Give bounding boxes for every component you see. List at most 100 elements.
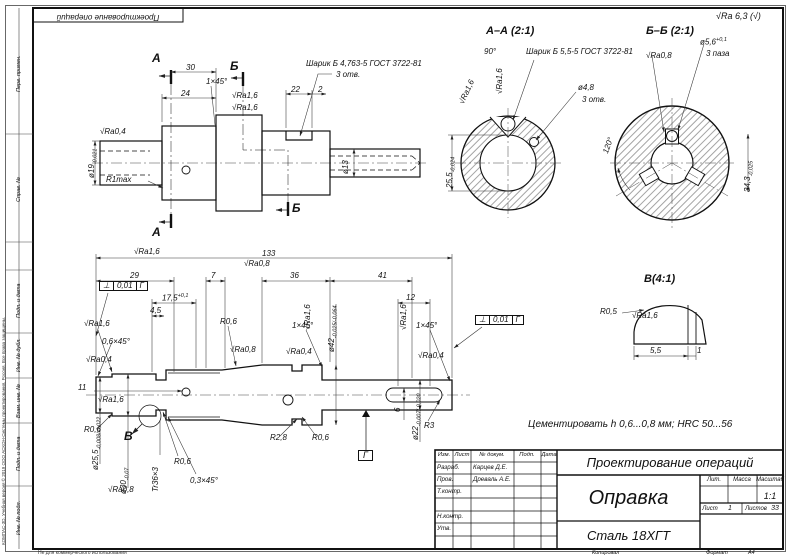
annotation-label: Г xyxy=(358,450,373,461)
annotation-label: ø19-0,021 xyxy=(87,148,99,178)
margin-field-inv-dubl: Инв. № дубл. xyxy=(16,338,22,372)
annotation-label: 2 xyxy=(318,85,323,94)
annotation-label: 36 xyxy=(290,271,299,280)
annotation-label: А xyxy=(152,51,161,65)
annotation-label: √Ra0,8 xyxy=(108,485,134,494)
annotation-label: ø25,5-0,008/-0,022 xyxy=(91,416,103,470)
annotation-label: √Ra1,6 xyxy=(303,304,312,330)
title-block-grid xyxy=(434,449,784,550)
corner-stamp: Проектирование операций xyxy=(56,13,160,22)
annotation-label: √Ra0,4 xyxy=(286,347,312,356)
annotation-label: ø4,8 xyxy=(578,83,595,92)
annotation-label: ø22-0,007/-0,020 xyxy=(411,393,423,440)
tb-role-tkontr: Т.контр. xyxy=(437,488,462,495)
annotation-label: 11 xyxy=(78,383,87,392)
annotation-label: Б xyxy=(230,59,239,73)
annotation-label: 0,3×45° xyxy=(190,476,218,485)
annotation-label: R3 xyxy=(424,421,435,430)
tb-col-dokum: № докум. xyxy=(479,452,505,458)
annotation-label: 34,3-0,025 xyxy=(743,160,755,192)
annotation-label: 41 xyxy=(378,271,387,280)
annotation-label: 6 xyxy=(393,407,402,412)
margin-field-podp-data-2: Подп. и дата xyxy=(16,436,22,471)
annotation-label: В xyxy=(124,429,133,443)
annotation-label: 0,6×45° xyxy=(102,337,130,346)
annotation-label: ø13 xyxy=(341,160,350,174)
annotation-label: 3 отв. xyxy=(582,95,607,104)
annotation-label: 22 xyxy=(291,85,300,94)
annotation-label: 7 xyxy=(211,271,216,280)
annotation-label: 1 xyxy=(697,346,702,355)
annotation-label: R0,6 xyxy=(84,425,101,434)
margin-field-vzam-inv: Взам. инв. № xyxy=(16,383,22,418)
tb-designation: Проектирование операций xyxy=(586,455,754,470)
annotation-label: 17,5+0,1 xyxy=(162,293,189,303)
tb-mass-label: Масса xyxy=(733,477,751,483)
tb-copied-label: Копировал xyxy=(592,550,620,556)
tb-col-list: Лист xyxy=(454,452,470,458)
annotation-label: R0,5 xyxy=(600,307,617,316)
tb-sheets-no: 33 xyxy=(771,505,779,512)
tb-lit-label: Лит. xyxy=(706,477,722,483)
annotation-label: Б–Б (2:1) xyxy=(646,25,694,37)
margin-field-sprav-no: Справ. № xyxy=(16,177,22,202)
annotation-label: √Ra1,6 xyxy=(232,91,258,100)
tb-role-nkontr: Н.контр. xyxy=(437,513,464,520)
annotation-label: √Ra1,6 xyxy=(632,311,658,320)
annotation-label: √Ra1,6 xyxy=(84,319,110,328)
annotation-label: R0,6 xyxy=(220,317,237,326)
annotation-label: √Ra0,4 xyxy=(100,127,126,136)
annotation-label: 133 xyxy=(262,249,276,258)
tb-scale-label: Масштаб xyxy=(755,477,785,483)
tb-role-utv: Утв. xyxy=(437,525,452,532)
margin-field-perv-primen: Перв. примен. xyxy=(16,55,22,92)
annotation-label: Цементировать h 0,6...0,8 мм; HRC 50...5… xyxy=(528,419,733,430)
lower-view-dims xyxy=(94,254,483,488)
tb-col-podp: Подп. xyxy=(519,452,535,458)
annotation-label: √Ra0,4 xyxy=(86,355,112,364)
annotation-label: ø5,6+0,1 xyxy=(700,37,727,47)
top-view-dims xyxy=(92,68,356,189)
tb-name-razrab: Карцев Д.Е. xyxy=(473,464,508,471)
annotation-label: 29 xyxy=(130,271,139,280)
annotation-label: R0,6 xyxy=(174,457,191,466)
annotation-label: 24 xyxy=(181,89,190,98)
tb-role-razrab: Разраб. xyxy=(437,464,460,471)
annotation-label: Tr36×3 xyxy=(151,467,160,492)
section-cut-lines xyxy=(158,70,290,228)
sheet-frame xyxy=(5,5,786,552)
tb-format-value: А4 xyxy=(748,550,755,556)
annotation-label: √Ra1,6 xyxy=(134,247,160,256)
annotation-label: √Ra0,4 xyxy=(418,351,444,360)
section-bb xyxy=(610,43,750,228)
margin-field-podp-data-1: Подп. и дата xyxy=(16,283,22,318)
tb-material: Сталь 18ХГТ xyxy=(586,527,671,543)
annotation-label: 12 xyxy=(406,293,415,302)
section-aa xyxy=(448,59,577,218)
annotation-label: R0,6 xyxy=(312,433,329,442)
tb-sheet-no: 1 xyxy=(728,505,732,512)
annotation-label: 1×45° xyxy=(416,321,438,330)
annotation-label: А xyxy=(152,225,161,239)
annotation-label: R2,8 xyxy=(270,433,287,442)
annotation-label: 1×45° xyxy=(292,321,314,330)
tb-sheet-label: Лист xyxy=(702,506,718,512)
vendor-note: КОМПАС-3D. Учебная версия © 2019 ООО АСК… xyxy=(1,316,6,545)
annotation-label: 25,5-0,024 xyxy=(445,156,457,188)
top-view xyxy=(92,114,428,212)
lower-view xyxy=(86,364,470,450)
margin-field-inv-podl: Инв. № подл. xyxy=(16,500,22,535)
annotation-label: √Ra0,8 xyxy=(646,51,672,60)
annotation-label: 3 паза xyxy=(706,49,730,58)
annotation-label: 5,5 xyxy=(650,346,662,355)
annotation-label: √Ra0,8 xyxy=(244,259,270,268)
annotation-label: Шарик Б 4,763-5 ГОСТ 3722-81 xyxy=(306,59,422,68)
annotation-label: А–А (2:1) xyxy=(486,25,535,37)
annotation-label: √Ra0,8 xyxy=(230,345,256,354)
tb-col-izm: Изм. xyxy=(437,452,451,458)
annotation-label: Б xyxy=(292,201,301,215)
tb-sheets-label: Листов xyxy=(745,506,767,512)
